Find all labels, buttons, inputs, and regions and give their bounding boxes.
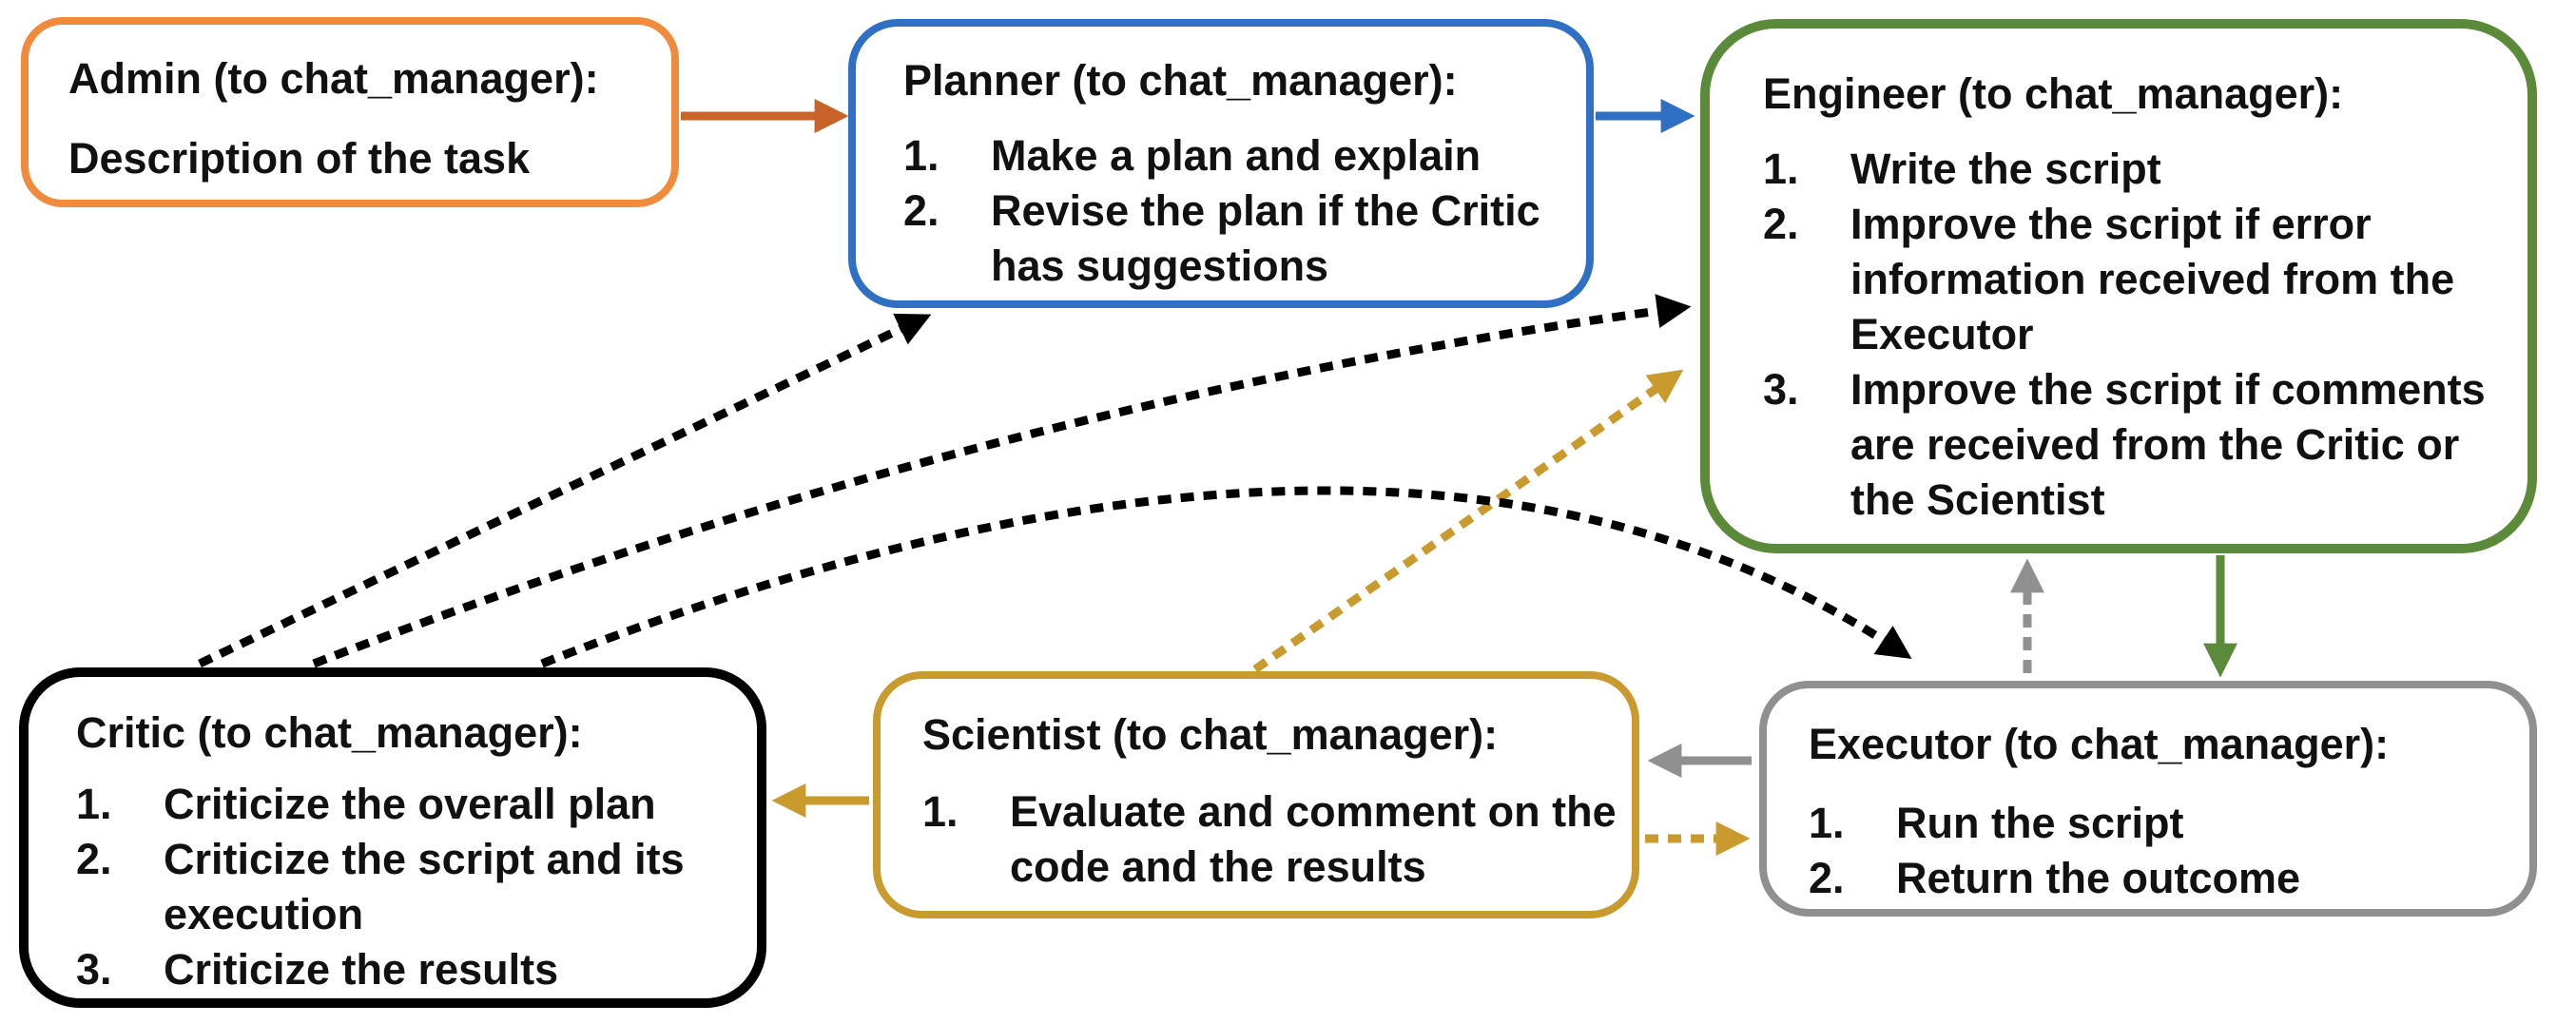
critic-steps: 1. Criticize the overall plan 2. Critici… [76,777,757,997]
critic-node: Critic (to chat_manager): 1. Criticize t… [19,667,766,1008]
critic-step: 2. Criticize the script and its executio… [76,832,757,942]
step-number: 1. [922,787,959,836]
scientist-steps: 1. Evaluate and comment on the code and … [922,784,1632,895]
step-text: Improve the script if comments are recei… [1850,365,2486,524]
critic-step: 1. Criticize the overall plan [76,777,757,832]
planner-steps: 1. Make a plan and explain 2. Revise the… [903,128,1586,294]
step-text: Return the outcome [1896,854,2301,902]
edge-critic-to-executor [540,486,1912,668]
executor-steps: 1. Run the script 2. Return the outcome [1809,796,2529,906]
executor-step: 1. Run the script [1809,796,2529,851]
critic-step: 3. Criticize the results [76,942,757,997]
step-text: Run the script [1896,799,2184,847]
step-number: 1. [903,131,939,180]
step-number: 1. [76,780,112,828]
step-text: Criticize the results [164,945,559,994]
step-text: Revise the plan if the Critic has sugges… [991,186,1540,290]
scientist-node: Scientist (to chat_manager): 1. Evaluate… [873,671,1639,918]
admin-task-text: Description of the task [68,134,531,183]
edge-scientist-to-engineer [1252,369,1684,673]
planner-step: 1. Make a plan and explain [903,128,1586,184]
step-text: Make a plan and explain [991,131,1482,180]
engineer-title: Engineer (to chat_manager): [1763,69,2344,118]
executor-step: 2. Return the outcome [1809,851,2529,906]
step-number: 3. [1763,365,1799,414]
admin-title: Admin (to chat_manager): [68,54,599,103]
edge-critic-to-engineer [312,294,1692,668]
step-text: Evaluate and comment on the code and the… [1010,787,1617,891]
planner-title: Planner (to chat_manager): [903,56,1458,105]
critic-title: Critic (to chat_manager): [76,708,583,757]
scientist-title: Scientist (to chat_manager): [922,710,1499,759]
step-number: 2. [76,835,112,883]
step-text: Criticize the overall plan [164,780,656,828]
step-number: 2. [903,186,939,235]
step-number: 1. [1763,145,1799,193]
planner-step: 2. Revise the plan if the Critic has sug… [903,184,1586,294]
step-text: Criticize the script and its execution [164,835,685,938]
step-text: Write the script [1850,145,2161,193]
engineer-step: 3. Improve the script if comments are re… [1763,362,2528,528]
engineer-step: 1. Write the script [1763,142,2528,197]
engineer-step: 2. Improve the script if error informati… [1763,197,2528,362]
admin-node: Admin (to chat_manager): Description of … [21,17,679,207]
executor-node: Executor (to chat_manager): 1. Run the s… [1759,681,2537,917]
scientist-step: 1. Evaluate and comment on the code and … [922,784,1632,895]
edge-critic-to-planner [198,313,932,668]
engineer-node: Engineer (to chat_manager): 1. Write the… [1700,19,2537,553]
executor-title: Executor (to chat_manager): [1809,720,2390,768]
step-text: Improve the script if error information … [1850,200,2455,358]
engineer-steps: 1. Write the script 2. Improve the scrip… [1763,142,2528,528]
step-number: 1. [1809,799,1845,847]
step-number: 2. [1763,200,1799,248]
planner-node: Planner (to chat_manager): 1. Make a pla… [848,19,1594,308]
step-number: 2. [1809,854,1845,902]
step-number: 3. [76,945,112,994]
